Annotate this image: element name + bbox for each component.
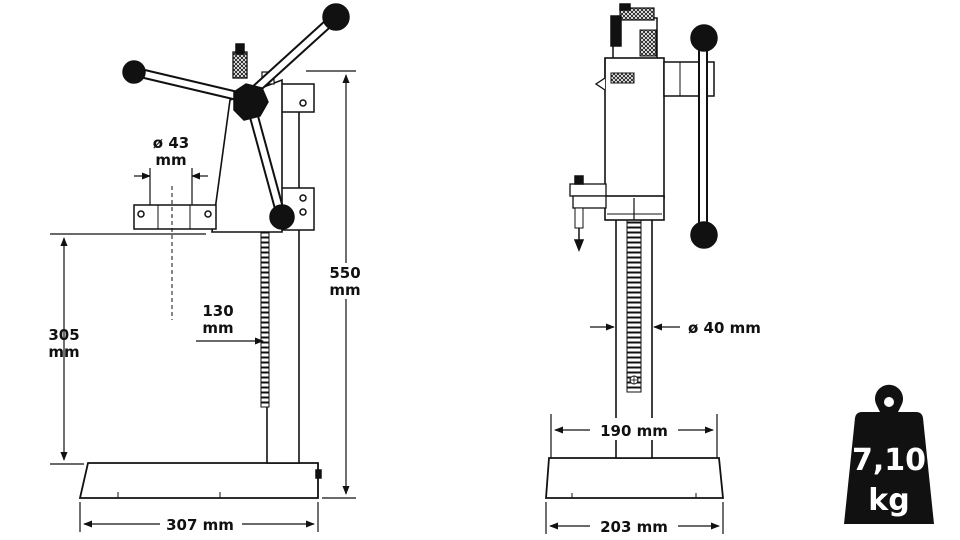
- front-base: [545, 457, 724, 499]
- side-knob-left: [122, 60, 146, 84]
- front-knob-top: [690, 24, 718, 52]
- label-spacing-190: 190 mm: [600, 422, 668, 440]
- weight-badge: 7,10 kg: [844, 384, 934, 524]
- front-view: [545, 3, 724, 499]
- label-height-550-unit: mm: [329, 281, 360, 299]
- weight-unit: kg: [868, 483, 909, 518]
- label-diameter-43-unit: mm: [155, 151, 186, 169]
- side-knob-top: [322, 3, 350, 31]
- label-height-305: 305: [48, 326, 79, 344]
- weight-icon: [844, 412, 934, 524]
- label-height-305-unit: mm: [48, 343, 79, 361]
- label-reach-130-unit: mm: [202, 319, 233, 337]
- weight-value: 7,10: [852, 443, 926, 478]
- side-view: [50, 3, 350, 499]
- label-base-307: 307 mm: [166, 516, 234, 534]
- label-diameter-43: ø 43: [153, 134, 189, 152]
- front-rack: [626, 219, 642, 393]
- side-base: [78, 462, 319, 499]
- label-base-203: 203 mm: [600, 518, 668, 536]
- label-height-550: 550: [329, 264, 360, 282]
- front-knob-bottom: [690, 221, 718, 249]
- side-knob-bottom: [269, 204, 295, 230]
- side-lever-hub: [233, 83, 269, 121]
- label-column-diameter-40: ø 40 mm: [688, 319, 761, 337]
- label-reach-130: 130: [202, 302, 233, 320]
- side-rack: [260, 231, 270, 408]
- side-holder-arm: [133, 204, 217, 230]
